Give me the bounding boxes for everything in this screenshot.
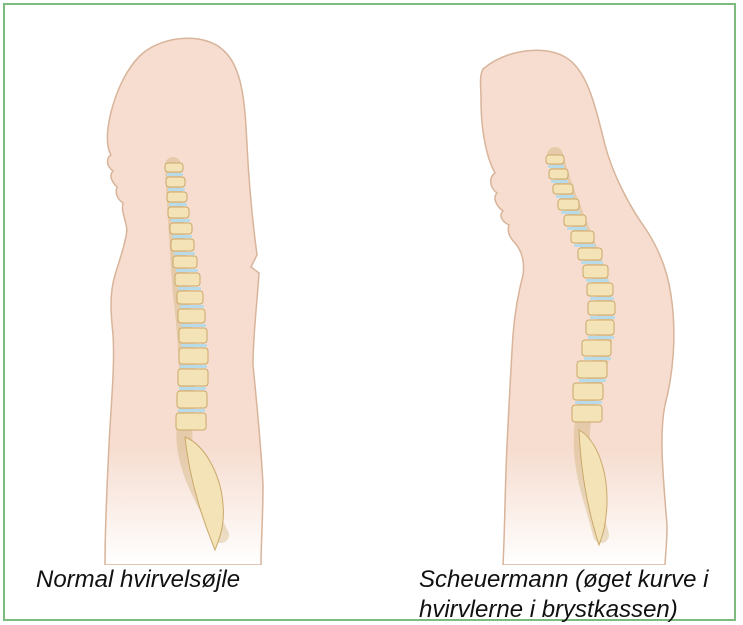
caption-scheuermann: Scheuermann (øget kurve i hvirvlerne i b…	[419, 565, 739, 625]
normal-spine-figure	[25, 5, 365, 565]
body-silhouette	[481, 50, 674, 565]
scheuermann-spine-illustration	[415, 5, 735, 565]
illustration-frame: Normal hvirvelsøjle Scheuermann (øget ku…	[3, 3, 736, 621]
caption-normal-spine: Normal hvirvelsøjle	[36, 565, 240, 595]
scheuermann-spine-figure	[415, 5, 735, 565]
normal-spine-illustration	[25, 5, 365, 565]
